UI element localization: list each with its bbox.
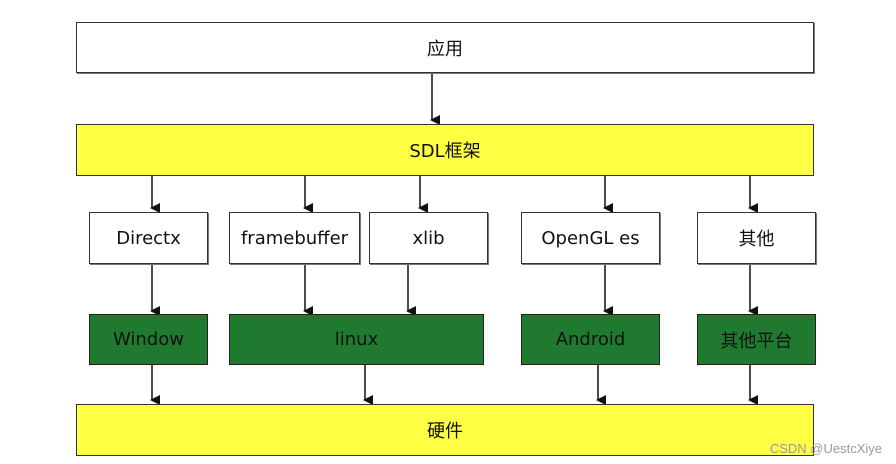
linux-platform-box: linux bbox=[229, 314, 484, 365]
window-platform-box: Window bbox=[89, 314, 208, 365]
other-platform-box: 其他平台 bbox=[697, 314, 816, 365]
other-backend-label: 其他 bbox=[738, 229, 775, 250]
other-platform-label: 其他平台 bbox=[720, 330, 793, 352]
watermark-text: CSDN @UestcXiye bbox=[769, 441, 882, 456]
directx-box: Directx bbox=[89, 212, 208, 264]
sdl-framework-label: SDL框架 bbox=[409, 141, 481, 162]
android-platform-label: Android bbox=[555, 329, 626, 350]
xlib-label: xlib bbox=[412, 227, 445, 249]
sdl-framework-box: SDL框架 bbox=[76, 124, 814, 176]
app-layer-label: 应用 bbox=[427, 38, 463, 60]
linux-platform-label: linux bbox=[334, 329, 379, 350]
directx-label: Directx bbox=[116, 227, 181, 249]
framebuffer-label: framebuffer bbox=[240, 227, 349, 249]
other-backend-box: 其他 bbox=[697, 212, 816, 264]
hardware-layer-box: 硬件 bbox=[76, 404, 814, 456]
framebuffer-box: framebuffer bbox=[229, 212, 360, 264]
app-layer-box: 应用 bbox=[76, 22, 814, 73]
android-platform-box: Android bbox=[521, 314, 660, 365]
opengl-es-box: OpenGL es bbox=[521, 212, 660, 264]
hardware-layer-label: 硬件 bbox=[427, 421, 463, 442]
opengl-es-label: OpenGL es bbox=[541, 227, 640, 249]
xlib-box: xlib bbox=[369, 212, 488, 264]
window-platform-label: Window bbox=[113, 329, 184, 350]
